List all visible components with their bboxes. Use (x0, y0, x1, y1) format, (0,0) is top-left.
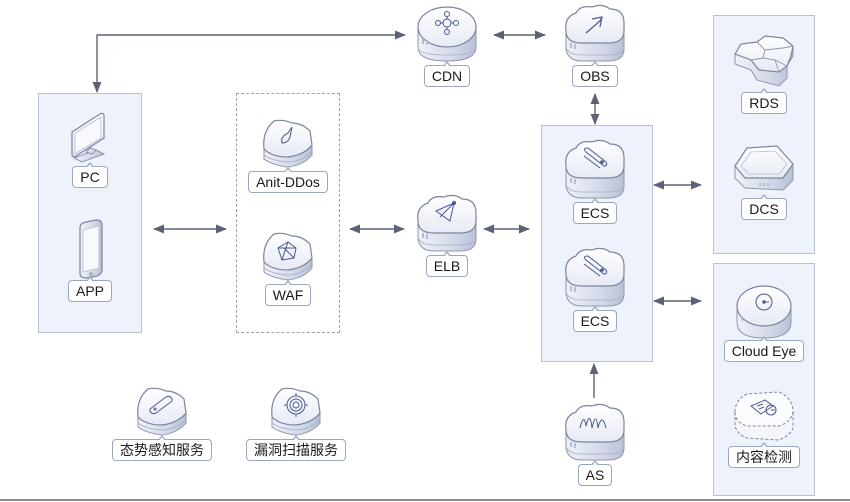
elb-balancer-icon (417, 194, 477, 252)
label-anti-ddos: Anit-DDos (248, 167, 328, 193)
label-pc: PC (72, 162, 108, 188)
bottom-divider (0, 499, 850, 501)
label-waf: WAF (264, 280, 312, 306)
waf-shield-icon (263, 232, 313, 281)
label-cdn: CDN (423, 61, 471, 87)
cloud-eye-monitor-icon (736, 285, 792, 339)
node-content-check[interactable]: 内容检测 (704, 388, 824, 468)
cdn-network-icon (417, 6, 477, 62)
node-ecs-1[interactable]: ECS (535, 138, 655, 224)
label-rds: RDS (741, 88, 787, 114)
edge-cdn-to-clients (92, 30, 407, 94)
vulnerability-scan-shield-icon (271, 387, 321, 436)
anti-ddos-shield-icon (263, 119, 313, 168)
rds-database-icon (734, 35, 794, 87)
node-ecs-2[interactable]: ECS (535, 246, 655, 332)
label-ecs-1: ECS (572, 198, 618, 224)
node-cdn[interactable]: CDN (387, 3, 507, 87)
node-situation-awareness[interactable]: 态势感知服务 (102, 383, 222, 461)
label-cloud-eye: Cloud Eye (723, 336, 805, 362)
label-ecs-2: ECS (572, 306, 618, 332)
node-elb[interactable]: ELB (387, 193, 507, 277)
node-app[interactable]: APP (30, 218, 150, 302)
node-cloud-eye[interactable]: Cloud Eye (704, 282, 824, 362)
node-obs[interactable]: OBS (535, 3, 655, 87)
monitor-icon (71, 112, 106, 163)
auto-scaling-icon (565, 403, 625, 461)
label-situation-awareness: 态势感知服务 (112, 435, 212, 461)
label-content-check: 内容检测 (728, 442, 800, 468)
label-elb: ELB (425, 251, 469, 277)
label-as: AS (577, 460, 613, 486)
ecs-server-icon (565, 247, 625, 307)
obs-upload-arrow-icon (565, 4, 625, 62)
ecs-server-icon (565, 139, 625, 199)
node-vuln-scan[interactable]: 漏洞扫描服务 (236, 383, 356, 461)
label-obs: OBS (572, 61, 618, 87)
situation-awareness-shield-icon (137, 387, 187, 436)
node-as[interactable]: AS (535, 402, 655, 486)
node-anti-ddos[interactable]: Anit-DDos (228, 115, 348, 193)
security-edge-group (236, 93, 340, 333)
node-rds[interactable]: RDS (704, 34, 824, 114)
dcs-cache-icon (734, 145, 794, 191)
node-pc[interactable]: PC (30, 108, 150, 188)
label-dcs: DCS (741, 194, 787, 220)
node-waf[interactable]: WAF (228, 228, 348, 306)
label-app: APP (67, 276, 112, 302)
label-vuln-scan: 漏洞扫描服务 (246, 435, 346, 461)
content-check-icon (734, 391, 794, 441)
smartphone-icon (79, 219, 103, 279)
node-dcs[interactable]: DCS (704, 140, 824, 220)
